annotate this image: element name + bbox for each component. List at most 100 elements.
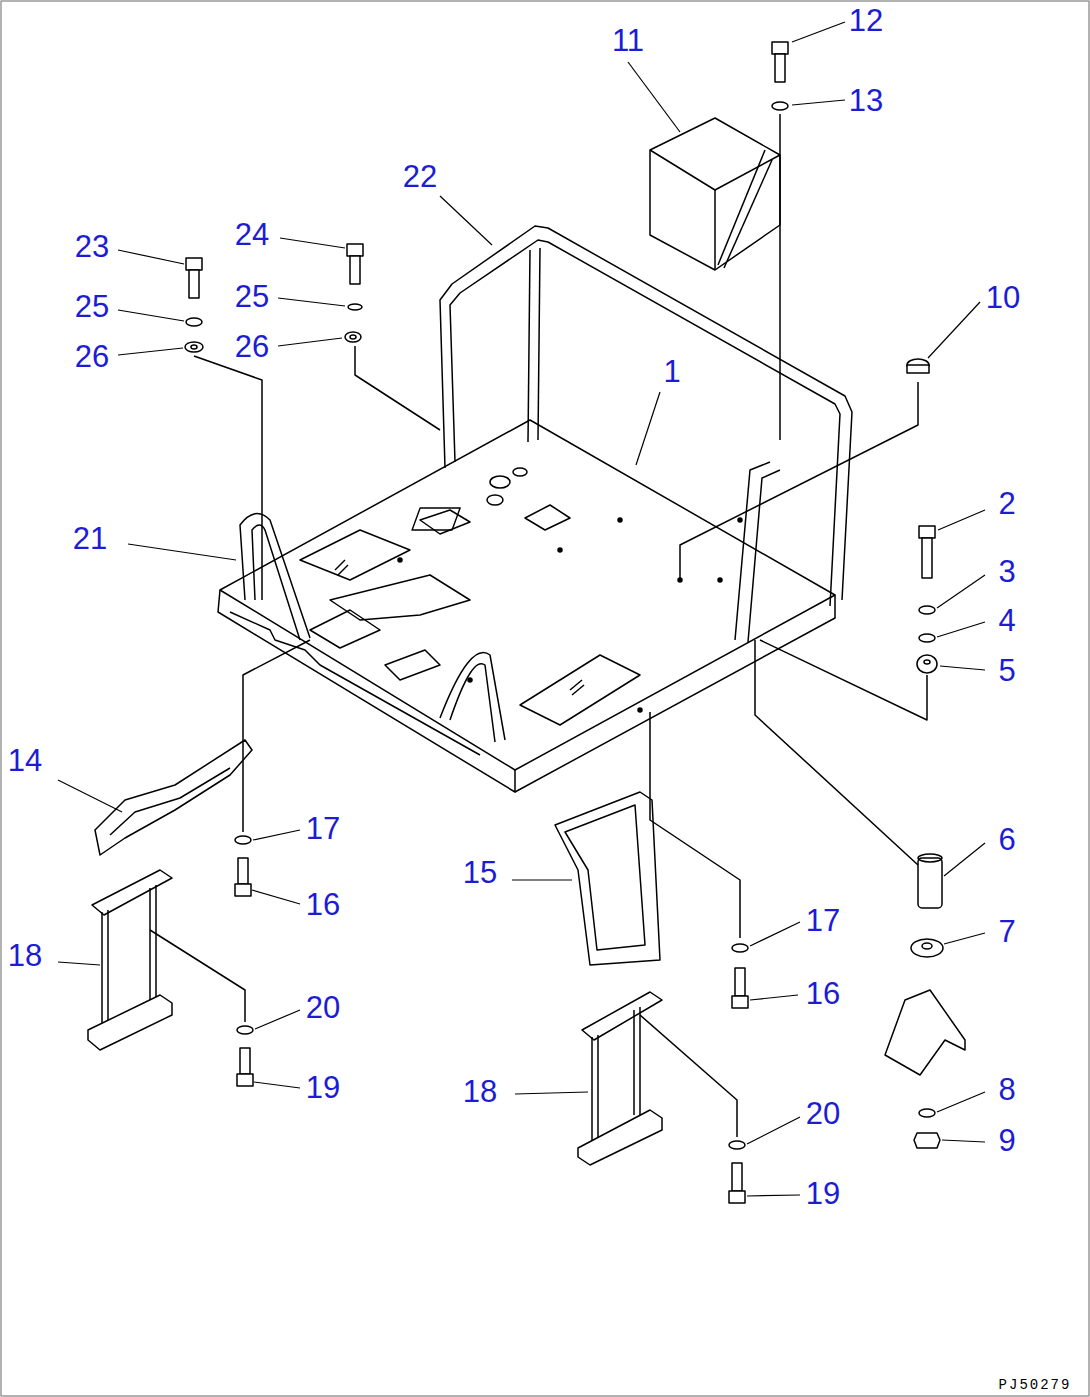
- leader-lines-part: [928, 302, 980, 358]
- control-box-part: [650, 150, 780, 190]
- step-15-part: [555, 792, 660, 965]
- ladder-18-part: [582, 992, 662, 1040]
- callout-number: 17: [806, 905, 840, 936]
- leader-lines-part: [938, 510, 985, 530]
- callout-number: 21: [73, 523, 107, 554]
- ladder-18-part: [597, 1035, 599, 1140]
- callout-number: 18: [463, 1076, 497, 1107]
- plug-10: [680, 359, 929, 578]
- floor-platform-part: [520, 655, 640, 725]
- rear-handrail-part: [538, 248, 540, 440]
- bolt-24-part: [355, 346, 440, 430]
- floor-platform-part: [398, 558, 402, 562]
- ladder-18-part: [101, 912, 103, 1025]
- callout-number: 3: [998, 556, 1015, 587]
- control-box-part: [650, 118, 780, 270]
- rear-handrail-part: [735, 462, 770, 640]
- bolt-23-part: [186, 318, 202, 326]
- callout-number: 4: [998, 605, 1015, 636]
- bolt-23-part: [189, 270, 199, 298]
- bolt-24-part: [347, 244, 363, 256]
- floor-platform-part: [487, 495, 503, 505]
- floor-platform-part: [738, 518, 742, 522]
- floor-platform-part: [638, 708, 642, 712]
- floor-platform-part: [310, 610, 380, 648]
- plug-10-part: [907, 365, 929, 373]
- bolt-2-part: [919, 526, 935, 538]
- floor-platform-part: [338, 565, 348, 575]
- ladder-18-part: [633, 1010, 635, 1115]
- mount-6: [755, 640, 965, 1148]
- bolt-23-part: [191, 345, 197, 349]
- bolt-23-part: [194, 356, 262, 600]
- callout-number: 15: [463, 857, 497, 888]
- step-14: [95, 640, 310, 896]
- floor-platform-part: [218, 590, 515, 792]
- bolt-24: [345, 244, 440, 430]
- ladder-18-part: [578, 1110, 662, 1165]
- leader-lines-part: [118, 250, 184, 264]
- control-box: [650, 118, 780, 270]
- leader-lines-part: [515, 1092, 588, 1094]
- floor-platform-part: [525, 505, 570, 530]
- leader-lines-part: [280, 238, 345, 248]
- leader-lines-part: [747, 1195, 800, 1196]
- step-14-part: [95, 740, 252, 855]
- leader-lines-part: [628, 62, 680, 132]
- leader-lines-part: [937, 575, 985, 608]
- bolt-23-part: [186, 258, 202, 270]
- step-15-part: [735, 968, 745, 996]
- bolt-2-part: [760, 640, 927, 720]
- leader-lines-part: [750, 922, 800, 946]
- callout-number: 13: [849, 85, 883, 116]
- leader-lines-part: [255, 1010, 300, 1029]
- leader-lines-part: [128, 544, 236, 560]
- callout-number: 20: [806, 1098, 840, 1129]
- ladder-18: [88, 870, 253, 1086]
- floor-platform: [218, 420, 835, 792]
- leader-lines: [58, 22, 985, 1196]
- mount-6-part: [914, 1133, 940, 1148]
- rear-handrail-part: [440, 226, 852, 600]
- leader-lines-part: [944, 843, 985, 876]
- step-15-part: [650, 712, 740, 938]
- mount-6-part: [919, 1109, 935, 1117]
- mount-6-part: [918, 858, 942, 908]
- floor-platform-part: [718, 578, 722, 582]
- step-15: [555, 712, 748, 1008]
- leader-lines-part: [940, 666, 985, 670]
- leader-lines-part: [278, 298, 345, 306]
- callout-number: 26: [235, 331, 269, 362]
- ladder-18-part: [107, 910, 109, 1025]
- bolt-2-part: [922, 538, 932, 578]
- grab-handles-part: [240, 514, 310, 638]
- callout-number: 22: [403, 161, 437, 192]
- floor-platform-part: [220, 420, 835, 770]
- callout-number: 20: [306, 992, 340, 1023]
- leader-lines-part: [747, 1117, 800, 1144]
- control-box-part: [714, 190, 716, 270]
- mount-6-part: [911, 939, 943, 957]
- leader-lines-part: [937, 1092, 985, 1112]
- callout-number: 7: [998, 916, 1015, 947]
- leader-lines-part: [440, 196, 492, 245]
- step-15-part: [565, 805, 645, 950]
- callout-number: 11: [612, 25, 644, 56]
- leader-lines-part: [252, 890, 300, 904]
- callout-number: 9: [998, 1125, 1015, 1156]
- leader-lines-part: [944, 933, 985, 944]
- ladder-18-part: [729, 1191, 745, 1203]
- callout-number: 18: [8, 940, 42, 971]
- control-box-part: [718, 150, 765, 265]
- ladder-18-part: [155, 885, 157, 1000]
- bolt-2-part: [924, 660, 930, 664]
- bolt-2-part: [919, 634, 935, 642]
- floor-platform-part: [618, 518, 622, 522]
- floor-platform-part: [420, 510, 470, 534]
- step-14-part: [235, 836, 251, 844]
- floor-platform-part: [300, 530, 410, 580]
- floor-platform-part: [678, 578, 682, 582]
- leader-lines-part: [278, 338, 342, 346]
- ladder-18: [578, 992, 745, 1203]
